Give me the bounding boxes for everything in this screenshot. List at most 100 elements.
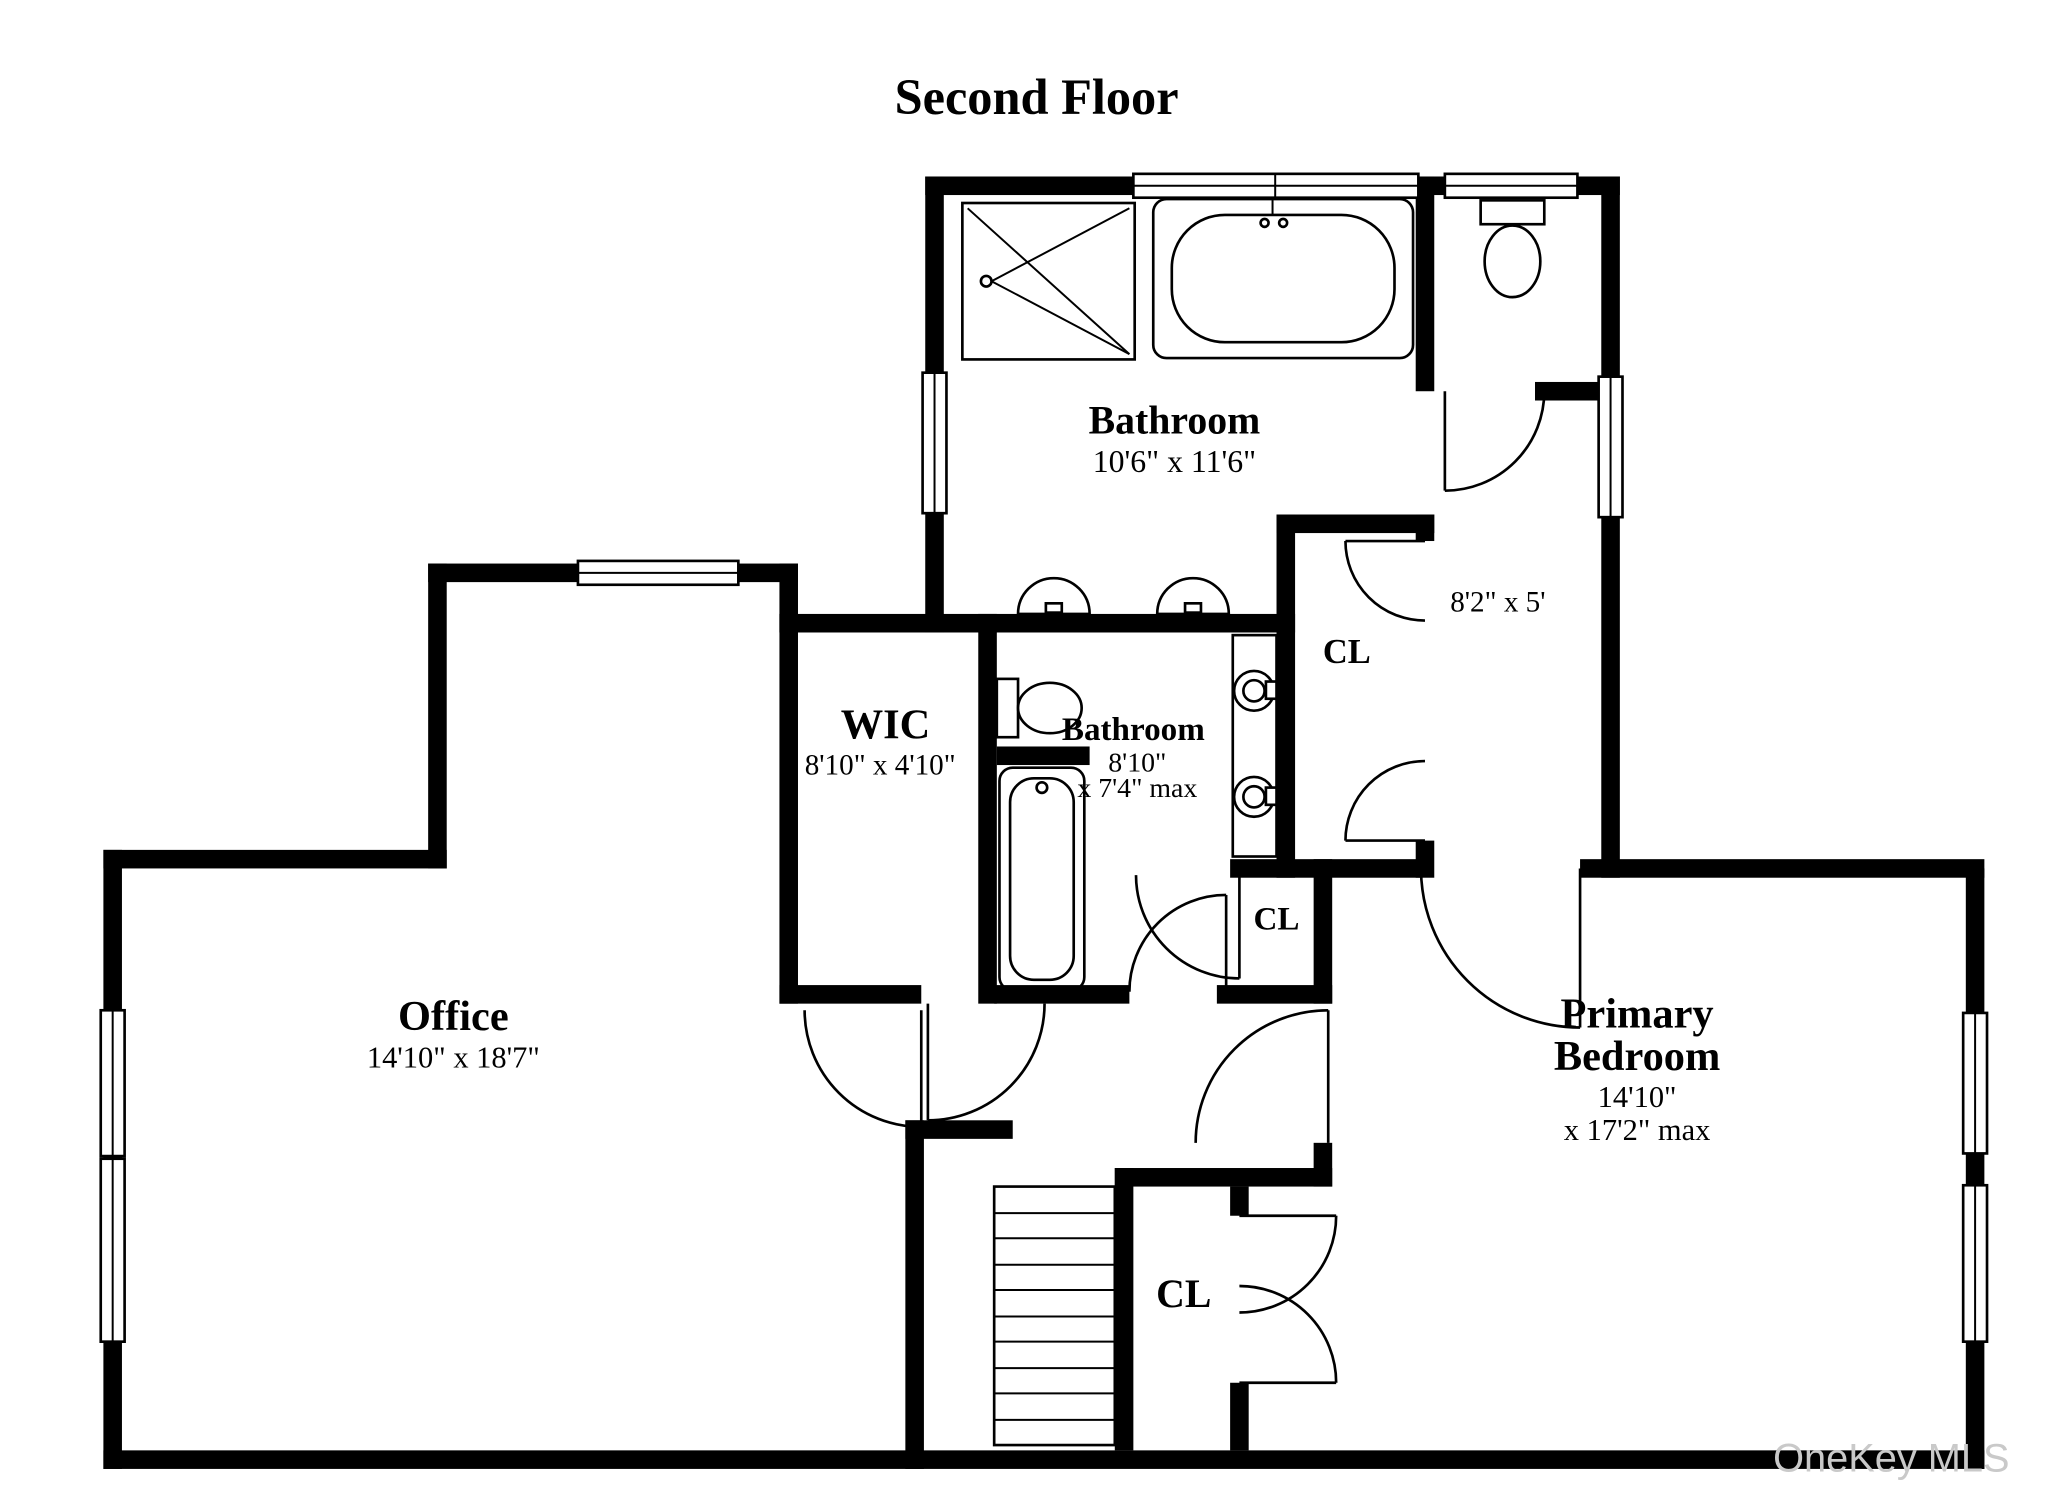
wall-office-right [905,1120,924,1469]
toilet-bowl [1483,224,1542,299]
room-label-bathroom-small: Bathroom [1062,711,1205,748]
door-swing-arc [1134,875,1240,980]
toilet-tank [1479,199,1546,226]
toilet-fixture-wc [1479,199,1546,299]
room-label-closet-mid: CL [1254,900,1300,937]
door-closet-mid [1134,875,1241,980]
door-wic-entry [926,1003,1046,1122]
wall-closet-upper-stub-top [1415,514,1435,542]
room-label-closet-upper: CL [1323,633,1371,671]
labels: Second Floor Bathroom 10'6" x 11'6" 8'2"… [367,69,2010,1480]
plan-title: Second Floor [895,69,1179,125]
window-bedroom-right-2 [1961,1183,1989,1343]
window-bathroom-top-large [1132,172,1420,200]
staircase [992,1185,1117,1447]
watermark: OneKey MLS [1773,1437,2009,1481]
wall-right-outer [1965,868,1985,1469]
wall-bedroom-left-stub [1313,1142,1333,1187]
shower-outline [961,201,1137,361]
vanity-faucet-right-icon [1183,602,1203,614]
wall-wic-bath-divider [978,613,997,1004]
door-swing-arc [1239,1215,1338,1314]
toilet-tank [995,677,1020,739]
room-label-wic: WIC [841,702,931,749]
sink-faucet-top-icon [1264,680,1278,701]
door-swing-arc [1344,759,1425,841]
room-dims-bathroom-small-1: 8'10" [1108,748,1166,779]
bathtub-knob-right [1277,217,1289,229]
sink-faucet-bottom-icon [1264,786,1278,807]
wall-hall-top-segment-3 [1216,985,1333,1004]
wall-bedroom-top-right [1580,859,1985,878]
door-water-closet [1443,391,1546,492]
window-wc-top [1443,172,1579,200]
room-label-primary-2: Bedroom [1554,1033,1720,1080]
room-dims-wic: 8'10" x 4'10" [805,749,956,781]
door-swing-arc [927,1003,1046,1122]
bathtub-fixture-small-bath [998,766,1086,992]
windows [99,172,1989,1343]
double-vanity-fixture [1016,576,1231,616]
bathtub-fixture [1151,197,1415,360]
shower-door-line-1 [991,207,1130,283]
room-label-bathroom-main: Bathroom [1089,399,1261,443]
window-office-left-2 [99,1157,126,1343]
wall-wic-left [779,613,798,1004]
shower-drain-icon [979,274,993,288]
wall-office-top [103,849,447,869]
door-bedroom-entry [1194,1008,1330,1143]
window-bedroom-right-1 [1961,1011,1989,1155]
wall-closet-upper-top [1276,514,1435,534]
wall-upper-left-vertical [428,563,447,869]
door-closet-lower-double-top [1239,1214,1338,1314]
vanity-sink-right [1155,576,1231,616]
shower-door-line-2 [991,280,1130,355]
vanity-sink-left [1016,576,1091,616]
wall-closet-upper-stub-bottom [1415,840,1435,878]
doors [803,391,1582,1385]
toilet-fixture-small-bath [995,677,1083,739]
room-dims-primary-1: 14'10" [1598,1080,1677,1114]
bathtub-outline [998,766,1086,992]
wall-hall-top-segment-2 [994,985,1130,1004]
room-dims-hall-closet: 8'2" x 5' [1450,586,1545,618]
door-hall-to-bedroom [1419,868,1582,1029]
bathtub-basin [1008,776,1076,982]
wall-closet-lower-top [1114,1168,1333,1187]
bathtub-outline [1151,197,1415,360]
door-swing-arc [1194,1008,1329,1143]
door-swing-arc [1128,893,1227,992]
bathtub-basin [1170,213,1396,344]
toilet-bowl [1016,681,1083,735]
vanity-counter [1231,633,1278,858]
wall-closet-upper-left [1276,514,1296,878]
room-dims-primary-2: x 17'2" max [1564,1113,1711,1147]
room-label-primary-1: Primary [1561,991,1714,1038]
vanity-sinks-small-bath [1231,633,1278,858]
fixtures [961,197,1546,1447]
wall-hall-top-segment-1 [779,985,922,1004]
door-office-entry [803,1010,923,1129]
window-hall-right [1597,375,1624,519]
shower-fixture [961,201,1137,361]
wall-stair-top-stub [905,1120,1013,1139]
bathtub-drain-icon [1035,780,1049,795]
door-swing-arc [1239,1284,1338,1383]
wall-closet-mid-right [1313,859,1333,1004]
door-closet-upper-bifold-top [1344,539,1425,622]
door-bathroom-small [1128,893,1228,992]
door-swing-arc [1444,391,1546,492]
door-closet-upper-bifold-bottom [1344,759,1425,842]
window-office-left-1 [99,1008,126,1158]
door-swing-arc [803,1010,922,1129]
room-dims-bathroom-main: 10'6" x 11'6" [1093,444,1256,479]
room-dims-office: 14'10" x 18'7" [367,1040,540,1074]
room-label-office: Office [398,993,509,1040]
room-dims-bathroom-small-2: x 7'4" max [1077,773,1197,804]
wall-tub-head-stub [996,746,1090,766]
window-bathroom-left [921,371,948,515]
shower-glass-line [966,207,1131,355]
